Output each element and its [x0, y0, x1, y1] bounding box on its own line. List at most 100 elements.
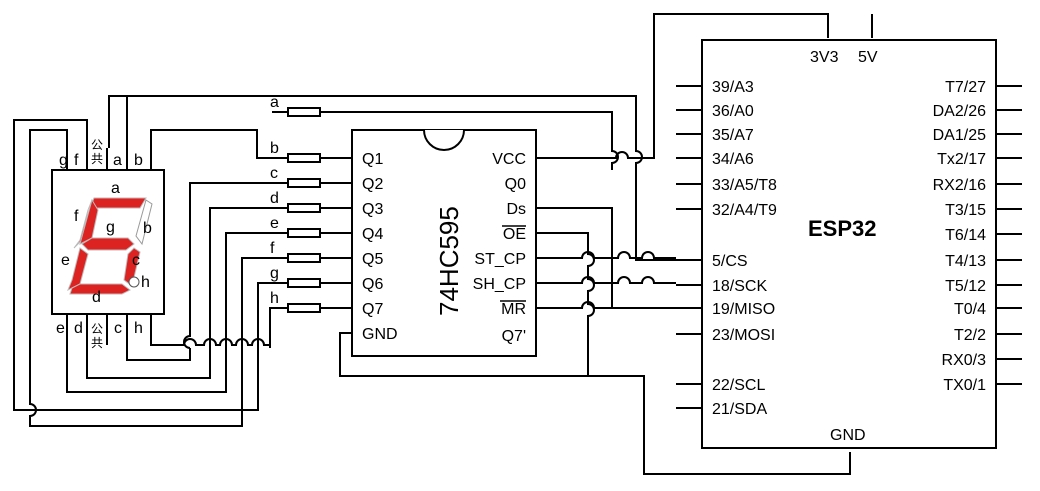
seven-seg-bottom-pins: e d 公 共 c h — [56, 314, 152, 350]
chip-595-name: 74HC595 — [434, 206, 464, 316]
chip-595-pin-left: Q7 — [362, 301, 383, 318]
wire-ds — [536, 207, 613, 308]
esp32-right-pin-stubs — [996, 85, 1022, 385]
esp32-pin-right: T6/14 — [945, 227, 986, 244]
wire-d — [209, 207, 288, 348]
esp32-pin-left: 34/A6 — [712, 151, 754, 168]
segment-label-h: h — [141, 274, 150, 291]
resistor-c — [287, 178, 321, 188]
segment-label-c: c — [132, 252, 140, 269]
wire-f — [241, 257, 288, 348]
esp32-pin-right: TX0/1 — [943, 377, 986, 394]
esp32-pin-left: 36/A0 — [712, 103, 754, 120]
resistor-network: a b c d e f g h — [270, 94, 321, 313]
wire-gnd — [340, 375, 851, 475]
wires — [13, 13, 873, 475]
seg-pin-label: h — [134, 320, 143, 337]
seg-pin-label: f — [74, 152, 79, 169]
segment-label-a: a — [111, 180, 120, 197]
esp32-name: ESP32 — [808, 216, 877, 241]
seg-pin-label: e — [56, 320, 65, 337]
chip-595-pin-right: ST_CP — [474, 251, 526, 268]
segment-f — [73, 199, 93, 249]
wire-seg-d — [86, 330, 211, 379]
segment-b — [135, 199, 153, 246]
chip-595-pin-left: Q1 — [362, 151, 383, 168]
esp32-pin-right: DA2/26 — [933, 103, 986, 120]
chip-595-pin-right: Q7' — [502, 328, 526, 345]
wire-h — [269, 307, 288, 348]
seg-pin-label: g — [59, 152, 68, 169]
segment-dp — [128, 276, 140, 288]
chip-595-pin-left: GND — [362, 326, 398, 343]
resistor-label-h: h — [270, 290, 279, 307]
chip-595-pin-right: OE — [503, 226, 526, 243]
esp32-pin-bottom: GND — [830, 427, 866, 444]
resistor-e — [287, 228, 321, 238]
resistor-h — [287, 303, 321, 313]
segment-d — [69, 283, 131, 295]
segment-label-g: g — [106, 219, 115, 236]
resistor-label-b: b — [270, 140, 279, 157]
resistor-label-c: c — [270, 165, 278, 182]
esp32-pin-left: 39/A3 — [712, 79, 754, 96]
segment-label-b: b — [143, 220, 152, 237]
resistor-g — [287, 278, 321, 288]
wire-vcc — [536, 13, 829, 159]
segment-label-f: f — [74, 208, 79, 225]
chip-595-pin-right: MR — [501, 301, 526, 318]
chip-595-pin-left: Q5 — [362, 251, 383, 268]
seg-pin-label-common-top-2: 共 — [91, 152, 103, 166]
resistor-label-e: e — [270, 215, 279, 232]
wire-mr — [536, 301, 676, 309]
esp32-pin-top: 3V3 — [810, 49, 839, 66]
esp32-pin-left: 32/A4/T9 — [712, 202, 777, 219]
seven-segment-display: g f 公 共 a b e d 公 共 c h — [51, 138, 165, 350]
chip-595-left-pins: Q1 Q2 Q3 Q4 Q5 Q6 Q7 GND — [362, 151, 398, 343]
shift-register-chip: 74HC595 Q1 Q2 Q3 Q4 Q5 Q6 Q7 GND VCC Q0 … — [351, 129, 537, 357]
esp32-pin-right: T3/15 — [945, 202, 986, 219]
esp32-pin-right: T5/12 — [945, 278, 986, 295]
resistor-f — [287, 253, 321, 263]
esp32-pin-left: 21/SDA — [712, 401, 767, 418]
chip-notch — [423, 129, 465, 151]
wire-c — [183, 182, 288, 349]
chip-595-pin-left: Q4 — [362, 226, 383, 243]
resistor-d — [287, 203, 321, 213]
wire-g — [257, 282, 288, 348]
esp32-pin-left: 5/CS — [712, 253, 748, 270]
wire-b — [150, 129, 288, 159]
seg-pin-label-common-top-1: 公 — [91, 138, 103, 152]
esp32-pin-left: 35/A7 — [712, 127, 754, 144]
esp32-pin-right: T7/27 — [945, 79, 986, 96]
esp32-pin-right: RX0/3 — [942, 352, 987, 369]
seg-pin-label: a — [113, 152, 122, 169]
seg-pin-label: c — [114, 320, 122, 337]
esp32-left-pin-stubs — [676, 85, 702, 409]
esp32-body — [701, 39, 997, 449]
esp32-pin-top: 5V — [858, 49, 878, 66]
segment-label-e: e — [61, 252, 70, 269]
seven-seg-top-pins: g f 公 共 a b — [59, 138, 152, 170]
chip-595-pin-right: SH_CP — [473, 276, 526, 293]
segment-label-d: d — [92, 289, 101, 306]
esp32-pin-left: 19/MISO — [712, 301, 775, 318]
chip-595-pin-right: Ds — [506, 201, 526, 218]
esp32-right-pins: T7/27 DA2/26 DA1/25 Tx2/17 RX2/16 T3/15 … — [933, 79, 986, 394]
esp32-pin-left: 22/SCL — [712, 377, 765, 394]
segment-g — [81, 237, 135, 251]
wire-e — [225, 232, 288, 348]
wire-sh — [536, 276, 676, 284]
esp32-pin-right: T4/13 — [945, 253, 986, 270]
wire-top-a — [108, 95, 676, 261]
esp32-pin-right: T2/2 — [954, 327, 986, 344]
resistor-label-a: a — [270, 94, 279, 111]
wire-seg-h — [150, 330, 270, 346]
esp32-pin-right: Tx2/17 — [937, 151, 986, 168]
esp32-pin-right: RX2/16 — [933, 177, 986, 194]
seg-pin-label: b — [134, 152, 143, 169]
seg-pin-label: d — [74, 320, 83, 337]
esp32-pin-right: T0/4 — [954, 301, 986, 318]
chip-595-pin-left: Q6 — [362, 276, 383, 293]
